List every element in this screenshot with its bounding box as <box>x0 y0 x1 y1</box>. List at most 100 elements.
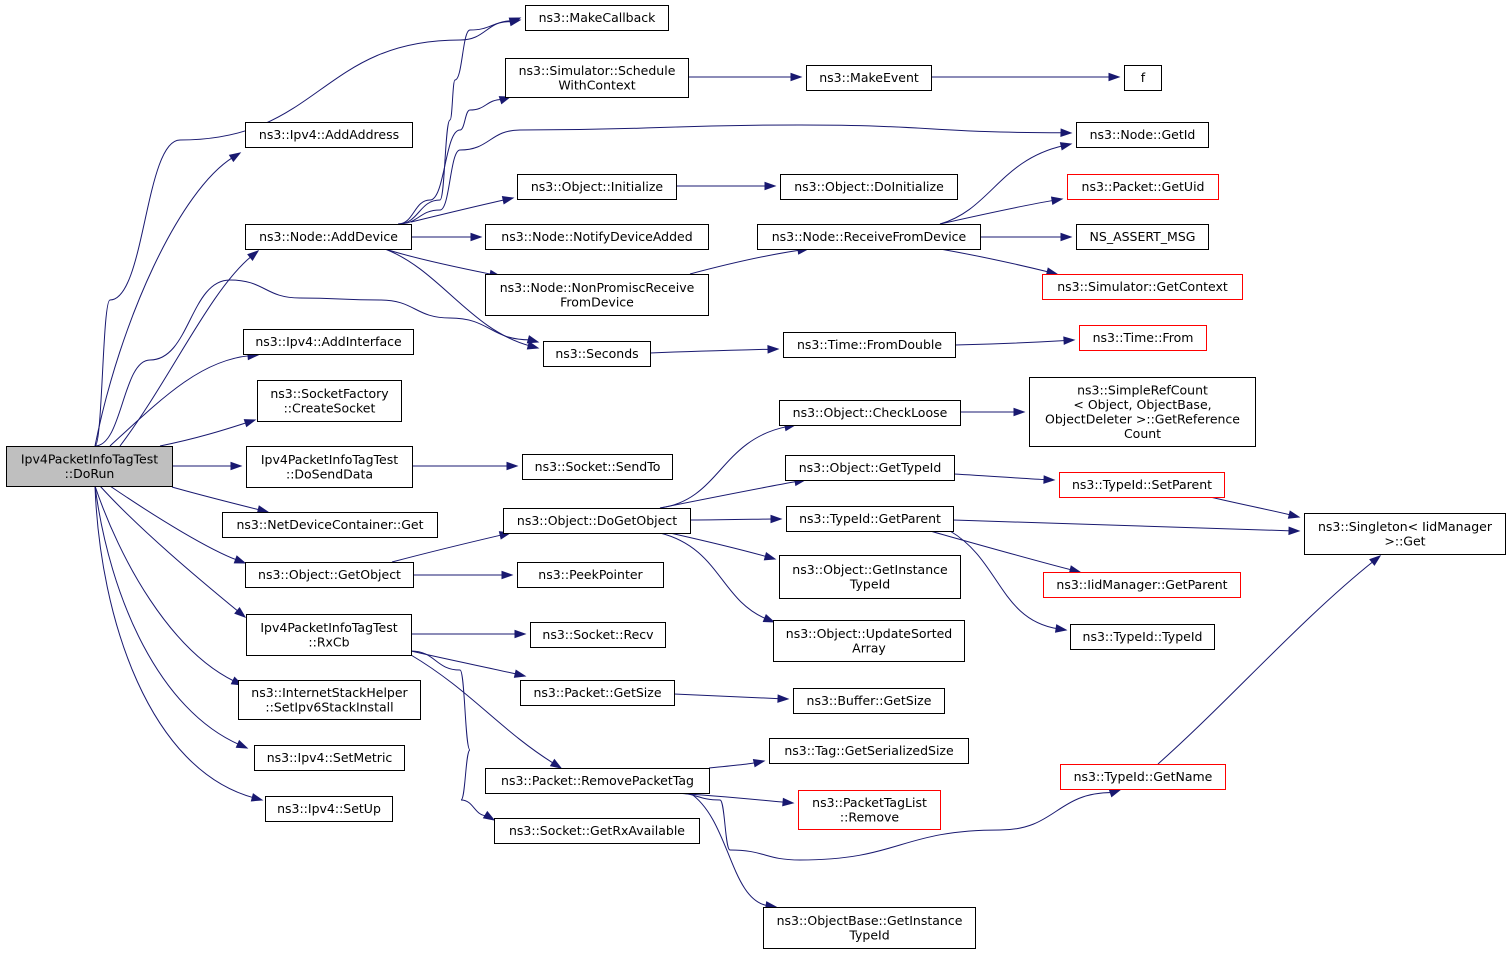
edge-checkloose-to-simplerefcount <box>960 407 1026 417</box>
node-peekpointer[interactable]: ns3::PeekPointer <box>517 562 664 588</box>
node-setparent[interactable]: ns3::TypeId::SetParent <box>1059 472 1225 498</box>
node-box <box>779 555 961 599</box>
arrowhead-icon <box>514 629 527 639</box>
node-setipv6[interactable]: ns3::InternetStackHelper::SetIpv6StackIn… <box>238 680 421 720</box>
edge-dogetobject-to-getinstancetypeid <box>669 532 777 561</box>
edge-line <box>659 532 767 620</box>
node-nsassert[interactable]: NS_ASSERT_MSG <box>1076 224 1209 250</box>
node-pktgetsize[interactable]: ns3::Packet::GetSize <box>520 680 675 706</box>
node-notifydev[interactable]: ns3::Node::NotifyDeviceAdded <box>485 224 709 250</box>
node-checkloose[interactable]: ns3::Object::CheckLoose <box>779 400 961 426</box>
node-getobject[interactable]: ns3::Object::GetObject <box>245 562 414 588</box>
node-label: ns3::Node::NotifyDeviceAdded <box>501 229 692 244</box>
arrowhead-icon <box>1050 196 1064 205</box>
edge-line <box>384 248 531 347</box>
node-label: ObjectDeleter >::GetReference <box>1045 411 1240 426</box>
node-typeidgetparent[interactable]: ns3::TypeId::GetParent <box>786 506 954 532</box>
edge-dogetobject-to-checkloose <box>659 422 797 509</box>
edge-adddevice-to-notifydev <box>411 232 483 242</box>
node-singletonget[interactable]: ns3::Singleton< IidManager >::Get <box>1304 513 1506 555</box>
edge-line <box>94 20 513 447</box>
edge-recvfromdev-to-pktgetuid <box>939 196 1064 225</box>
node-simplerefcount[interactable]: ns3::SimpleRefCount< Object, ObjectBase,… <box>1029 377 1256 447</box>
node-addaddress[interactable]: ns3::Ipv4::AddAddress <box>245 122 413 148</box>
edge-removepkttag-to-tagsersize <box>708 758 766 769</box>
arrowhead-icon <box>763 552 777 561</box>
node-typeidtypeid[interactable]: ns3::TypeId::TypeId <box>1070 624 1215 650</box>
node-label: ns3::Ipv4::SetUp <box>277 801 381 816</box>
edge-line <box>94 485 255 799</box>
edge-root-to-addinterface <box>109 351 260 447</box>
edge-line <box>94 485 236 682</box>
node-rxcb[interactable]: Ipv4PacketInfoTagTest::RxCb <box>246 614 412 656</box>
node-label: ::RxCb <box>308 634 349 649</box>
node-label: ::SetIpv6StackInstall <box>265 699 393 714</box>
node-pktgetuid[interactable]: ns3::Packet::GetUid <box>1067 174 1219 200</box>
node-senddata[interactable]: Ipv4PacketInfoTagTest::DoSendData <box>246 446 413 488</box>
arrowhead-icon <box>470 232 483 242</box>
node-label: ns3::IidManager::GetParent <box>1056 577 1227 592</box>
node-typeidgetname[interactable]: ns3::TypeId::GetName <box>1060 764 1226 790</box>
node-box <box>1079 325 1207 351</box>
edge-line <box>649 348 771 354</box>
node-pkttaglistremove[interactable]: ns3::PacketTagList::Remove <box>798 790 941 830</box>
node-recvfromdev[interactable]: ns3::Node::ReceiveFromDevice <box>757 224 981 250</box>
node-netdevget[interactable]: ns3::NetDeviceContainer::Get <box>222 512 438 538</box>
node-iidgetparent[interactable]: ns3::IidManager::GetParent <box>1043 572 1241 598</box>
node-box <box>1067 174 1219 200</box>
node-sendto[interactable]: ns3::Socket::SendTo <box>522 454 673 480</box>
node-box <box>793 688 945 714</box>
node-f[interactable]: f <box>1124 65 1162 91</box>
node-fromdouble[interactable]: ns3::Time::FromDouble <box>783 332 956 358</box>
node-root[interactable]: Ipv4PacketInfoTagTest::DoRun <box>6 446 173 487</box>
node-dogetobject[interactable]: ns3::Object::DoGetObject <box>503 508 691 534</box>
arrowhead-icon <box>250 793 264 802</box>
node-nodegetid[interactable]: ns3::Node::GetId <box>1076 122 1209 148</box>
node-addinterface[interactable]: ns3::Ipv4::AddInterface <box>243 329 414 355</box>
node-label: Ipv4PacketInfoTagTest <box>261 452 398 467</box>
node-label: TypeId <box>848 927 889 942</box>
node-tagsersize[interactable]: ns3::Tag::GetSerializedSize <box>769 738 969 764</box>
arrowhead-icon <box>1054 624 1068 633</box>
arrowhead-icon <box>1063 336 1076 345</box>
node-socketrecv[interactable]: ns3::Socket::Recv <box>530 622 666 648</box>
node-box <box>494 818 700 844</box>
node-setmetric[interactable]: ns3::Ipv4::SetMetric <box>254 745 405 771</box>
node-label: ns3::Socket::SendTo <box>535 459 661 474</box>
node-setup[interactable]: ns3::Ipv4::SetUp <box>265 796 393 822</box>
node-objinit[interactable]: ns3::Object::Initialize <box>517 174 677 200</box>
node-timefrom[interactable]: ns3::Time::From <box>1079 325 1207 351</box>
node-getrxavail[interactable]: ns3::Socket::GetRxAvailable <box>494 818 700 844</box>
node-removepkttag[interactable]: ns3::Packet::RemovePacketTag <box>485 768 710 794</box>
edge-root-to-setup <box>94 485 264 802</box>
edge-root-to-setmetric <box>94 485 249 749</box>
edge-recvfromdev-to-nsassert <box>980 232 1073 242</box>
arrowhead-icon <box>230 461 243 471</box>
node-createsocket[interactable]: ns3::SocketFactory::CreateSocket <box>257 380 402 422</box>
edge-removepkttag-to-objbasegetinst <box>689 792 778 910</box>
node-gettypeid[interactable]: ns3::Object::GetTypeId <box>785 455 955 481</box>
node-bufgetsize[interactable]: ns3::Buffer::GetSize <box>793 688 945 714</box>
node-label: ns3::Packet::RemovePacketTag <box>501 773 694 788</box>
node-makeevent[interactable]: ns3::MakeEvent <box>806 65 932 91</box>
node-box <box>257 380 402 422</box>
arrowhead-icon <box>1043 475 1056 484</box>
node-makecallback[interactable]: ns3::MakeCallback <box>525 5 669 31</box>
node-box <box>517 174 677 200</box>
node-adddevice[interactable]: ns3::Node::AddDevice <box>245 224 412 250</box>
call-nodes: Ipv4PacketInfoTagTest::DoRun ns3::MakeCal… <box>6 5 1506 949</box>
node-seconds[interactable]: ns3::Seconds <box>543 341 651 367</box>
node-objdoinit[interactable]: ns3::Object::DoInitialize <box>780 174 958 200</box>
arrowhead-icon <box>1060 128 1073 137</box>
node-label: ns3::Object::GetObject <box>258 567 401 582</box>
node-simgetctx[interactable]: ns3::Simulator::GetContext <box>1042 274 1243 300</box>
edge-line <box>109 485 238 561</box>
node-box <box>505 58 689 98</box>
node-label: ns3::Socket::Recv <box>542 627 654 642</box>
arrowhead-icon <box>770 514 783 524</box>
